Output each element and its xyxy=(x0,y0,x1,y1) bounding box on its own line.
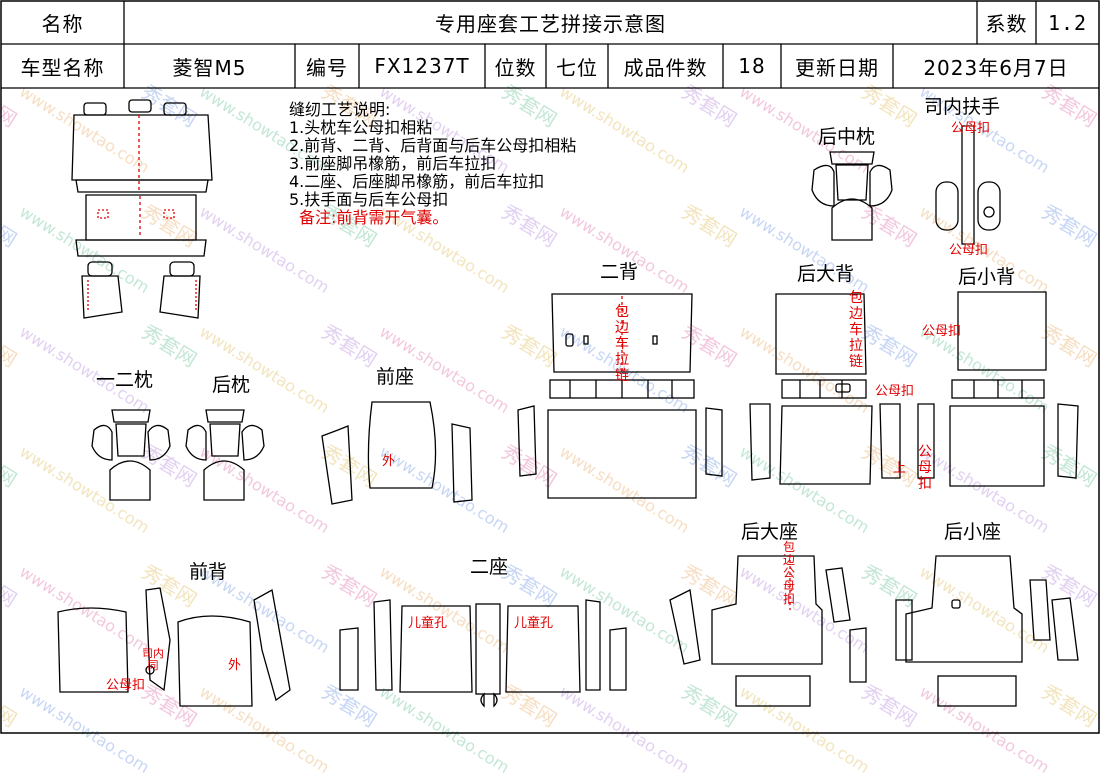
rear-mid-pillow-pattern xyxy=(811,151,893,241)
pieces-value: 18 xyxy=(738,54,766,78)
coef-value: 1.2 xyxy=(1047,10,1088,35)
note-item: 5.扶手面与后车公母扣 xyxy=(289,190,449,209)
wrap-zip-annotation: 包边车拉链 xyxy=(849,290,863,370)
coef-label: 系数 xyxy=(985,12,1028,36)
label-rear-mid-pillow: 后中枕 xyxy=(818,126,876,148)
header-table: 名称 专用座套工艺拼接示意图 系数 1.2 车型名称 菱智M5 编号 FX123… xyxy=(0,0,1100,88)
snap-annotation: 公母扣 xyxy=(918,444,932,492)
front-back-pattern xyxy=(57,587,291,707)
wrap-zip-annotation: 包边车拉链 xyxy=(615,304,629,384)
date-label: 更新日期 xyxy=(795,55,879,80)
name-label: 名称 xyxy=(41,12,84,36)
code-label: 编号 xyxy=(306,55,348,80)
note-item: 1.头枕车公母扣相粘 xyxy=(289,118,433,137)
code-value: FX1237T xyxy=(374,54,470,78)
notes-title: 缝纫工艺说明: xyxy=(289,100,391,119)
child-hole-annotation: 儿童孔 xyxy=(514,616,554,631)
outer-annotation: 外 xyxy=(228,658,242,673)
wrap-snap-annotation: 包边车拉链包边公母扣 xyxy=(782,540,795,606)
model-value: 菱智M5 xyxy=(172,55,247,80)
label-rear-big-seat: 后大座 xyxy=(741,521,799,543)
second-back-pattern xyxy=(517,293,723,499)
snap-annotation: 公母扣 xyxy=(922,324,962,339)
rear-big-back-pattern xyxy=(749,293,901,485)
label-rear-small-seat: 后小座 xyxy=(944,521,1002,543)
sheet-border xyxy=(0,0,1100,734)
label-front-back: 前背 xyxy=(189,561,228,583)
second-seat-pattern xyxy=(339,599,627,708)
note-item: 3.前座脚吊橡筋，前后车拉扣 xyxy=(289,154,497,173)
snap-annotation: 公母扣 xyxy=(949,243,989,258)
note-item: 4.二座、后座脚吊橡筋，前后车拉扣 xyxy=(289,172,545,191)
driver-inner-same-annotation: 司内同 xyxy=(142,647,164,672)
label-first-second-pillow: 一二枕 xyxy=(96,369,154,391)
seats-label: 位数 xyxy=(494,55,537,80)
label-front-seat: 前座 xyxy=(376,366,415,388)
label-driver-armrest: 司内扶手 xyxy=(924,96,1001,118)
date-value: 2023年6月7日 xyxy=(923,55,1069,80)
model-label: 车型名称 xyxy=(20,55,105,80)
driver-armrest-pattern xyxy=(935,125,1001,245)
pattern-drawing xyxy=(0,0,1100,734)
outer-annotation: 外 xyxy=(382,454,396,469)
rear-small-back-pattern xyxy=(917,291,1079,487)
child-hole-annotation: 儿童孔 xyxy=(408,616,448,631)
snap-annotation: 公母扣 xyxy=(106,678,146,693)
seats-value: 七位 xyxy=(556,55,598,80)
rear-pillow-pattern xyxy=(185,409,265,501)
front-seat-pattern xyxy=(321,401,473,505)
snap-annotation: 公母扣 xyxy=(875,384,915,399)
upper-annotation: 上 xyxy=(893,461,907,476)
rear-big-seat-pattern xyxy=(669,555,867,707)
page-title: 专用座套工艺拼接示意图 xyxy=(435,12,666,36)
label-second-back: 二背 xyxy=(600,261,639,283)
first-second-pillow-pattern xyxy=(91,409,171,501)
sewing-notes: 缝纫工艺说明: 1.头枕车公母扣相粘 2.前背、二背、后背面与后车公母扣相粘 3… xyxy=(289,101,576,227)
pieces-label: 成品件数 xyxy=(623,55,708,80)
label-second-seat: 二座 xyxy=(470,556,509,578)
snap-annotation: 公母扣 xyxy=(951,121,991,136)
label-rear-pillow: 后枕 xyxy=(212,374,251,396)
note-item: 2.前背、二背、后背面与后车公母扣相粘 xyxy=(289,136,577,155)
notes-remark: 备注:前背需开气囊。 xyxy=(299,208,449,227)
rear-small-seat-pattern xyxy=(895,555,1079,707)
seat-overview xyxy=(71,99,213,319)
label-rear-small-back: 后小背 xyxy=(958,266,1016,288)
label-rear-big-back: 后大背 xyxy=(797,263,855,285)
